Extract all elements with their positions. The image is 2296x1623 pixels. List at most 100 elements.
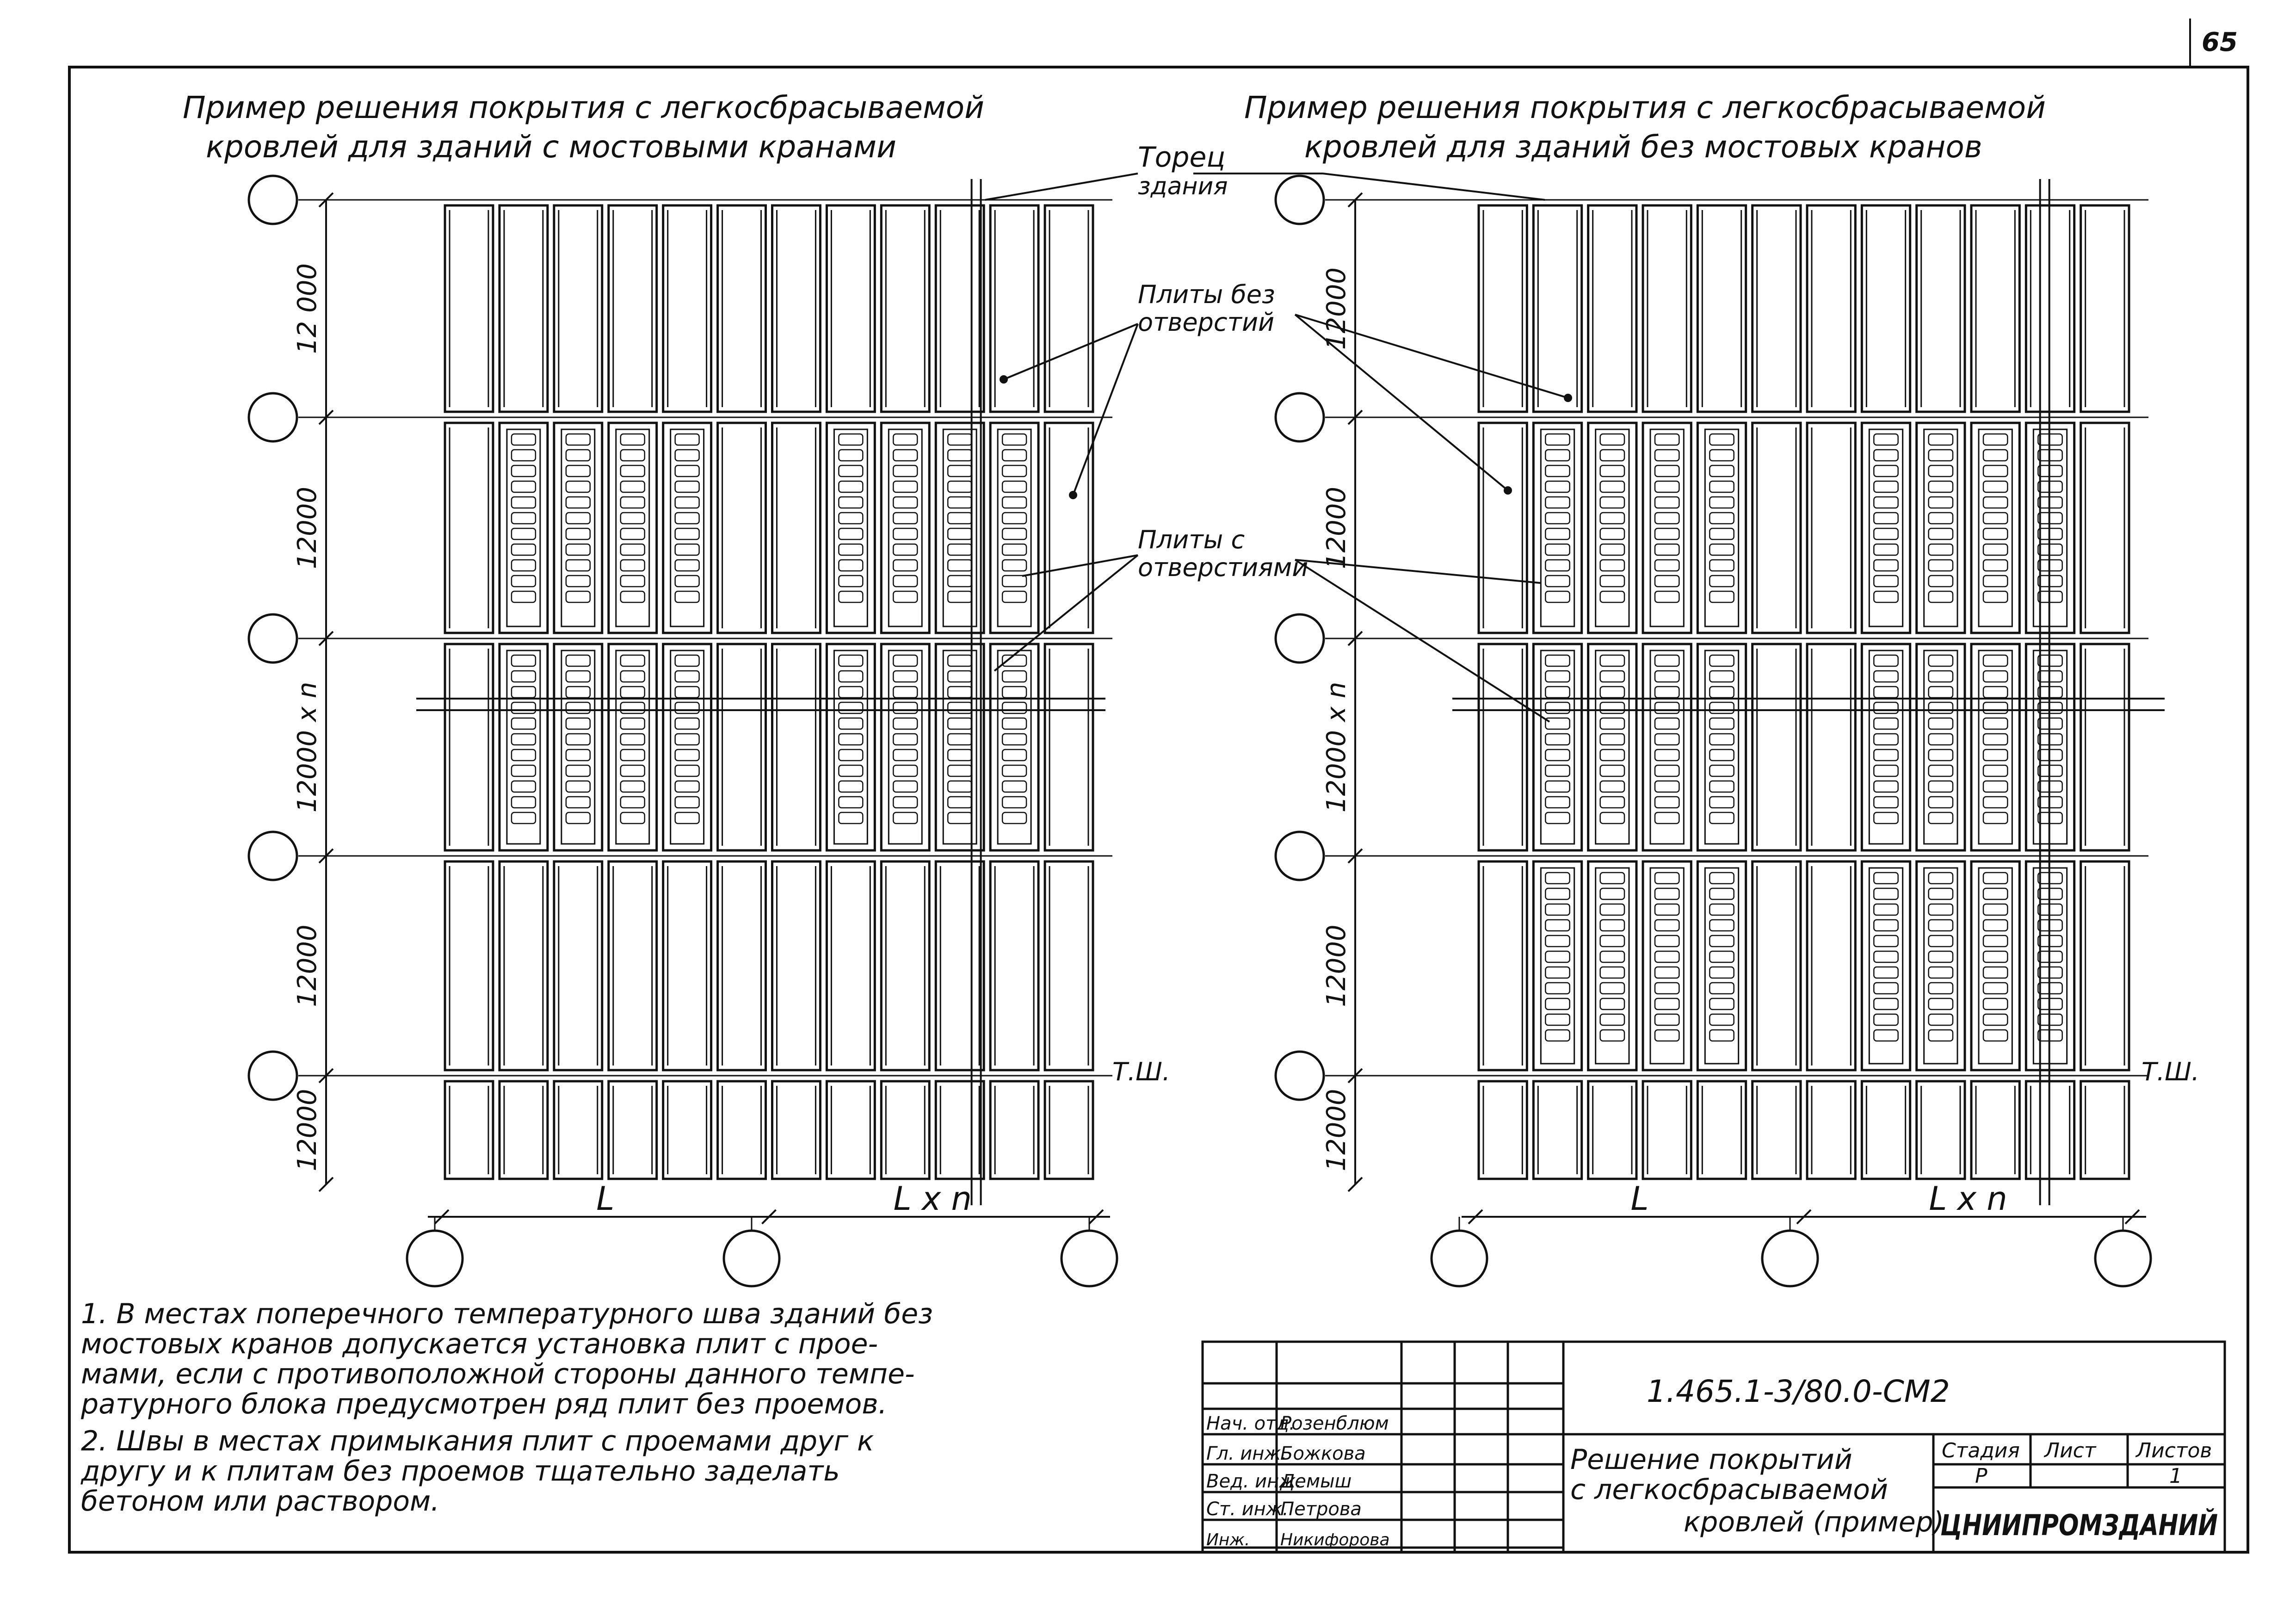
opening-cell — [1982, 780, 2008, 793]
opening-cell — [1873, 887, 1899, 900]
opening-cell — [838, 654, 864, 667]
roof-slab — [934, 204, 985, 413]
opening-cell — [1709, 496, 1734, 509]
opening-cell — [511, 543, 537, 556]
roof-slab — [716, 860, 767, 1072]
opening-cell — [674, 559, 700, 572]
opening-cell — [1873, 982, 1899, 995]
opening-cell — [1873, 590, 1899, 603]
opening-cell — [1873, 764, 1899, 777]
opening-cell — [674, 796, 700, 809]
dimension-tick — [1347, 631, 1363, 646]
opening-cell — [511, 686, 537, 699]
opening-cell — [1982, 527, 2008, 540]
opening-cell — [1928, 559, 1954, 572]
opening-cell — [838, 480, 864, 493]
sig-name-4: Петрова — [1280, 1499, 1362, 1520]
opening-cell — [893, 559, 918, 572]
opening-cell — [565, 449, 591, 462]
opening-cell — [1654, 872, 1680, 885]
opening-cell — [1709, 887, 1734, 900]
roof-slab — [1477, 643, 1528, 852]
opening-cell — [565, 686, 591, 699]
opening-cell — [1545, 935, 1570, 948]
opening-cell — [620, 433, 645, 446]
opening-cell — [1654, 449, 1680, 462]
opening-cell — [947, 559, 973, 572]
sheets-label: Листов — [2135, 1439, 2212, 1462]
opening-cell — [1709, 982, 1734, 995]
roof-slab — [444, 643, 494, 852]
roof-slab — [1751, 1080, 1802, 1180]
opening-cell — [1654, 496, 1680, 509]
opening-cell — [620, 496, 645, 509]
opening-cell — [1545, 527, 1570, 540]
roof-slab — [1696, 860, 1747, 1072]
grid-axis-bubble — [1274, 1050, 1325, 1101]
opening-cell — [674, 449, 700, 462]
opening-cell — [1545, 733, 1570, 746]
opening-cell — [620, 527, 645, 540]
roof-slab — [1806, 421, 1857, 634]
opening-cell — [1928, 480, 1954, 493]
opening-cell — [565, 527, 591, 540]
roof-slab — [1642, 421, 1692, 634]
opening-cell — [1001, 559, 1027, 572]
slab-opening — [1540, 650, 1575, 845]
opening-cell — [620, 812, 645, 824]
roof-slab — [1532, 643, 1583, 852]
roof-slab — [2080, 1080, 2130, 1180]
roof-slab — [880, 421, 931, 634]
opening-cell — [674, 575, 700, 588]
note-1-line-4: ратурного блока предусмотрен ряд плит бе… — [80, 1388, 887, 1420]
opening-cell — [893, 686, 918, 699]
stage-value: Р — [1975, 1464, 1987, 1488]
roof-slab — [1970, 1080, 2021, 1180]
roof-slab — [444, 1080, 494, 1180]
opening-cell — [1873, 686, 1899, 699]
opening-cell — [1001, 527, 1027, 540]
slab-opening — [506, 650, 541, 845]
opening-cell — [620, 480, 645, 493]
opening-cell — [1873, 903, 1899, 916]
opening-cell — [1928, 449, 1954, 462]
roof-slab — [1806, 860, 1857, 1072]
opening-cell — [1928, 701, 1954, 714]
opening-cell — [1599, 950, 1625, 963]
span-dimension-label: L x n — [894, 1180, 972, 1218]
roof-slab — [1532, 1080, 1583, 1180]
opening-cell — [1709, 575, 1734, 588]
slab-opening — [1978, 867, 2013, 1065]
opening-cell — [838, 559, 864, 572]
slab-opening — [888, 428, 923, 627]
opening-cell — [1928, 780, 1954, 793]
opening-cell — [1928, 1029, 1954, 1042]
opening-cell — [947, 701, 973, 714]
roof-slab — [825, 1080, 876, 1180]
roof-slab — [662, 860, 713, 1072]
opening-cell — [838, 512, 864, 525]
opening-cell — [1599, 780, 1625, 793]
dimension-tick — [1796, 1209, 1812, 1225]
opening-cell — [1001, 449, 1027, 462]
roof-slab — [444, 860, 494, 1072]
opening-cell — [1982, 887, 2008, 900]
hole-slabs-label-2: отверстиями — [1138, 553, 1308, 582]
opening-cell — [1545, 1013, 1570, 1026]
opening-cell — [838, 527, 864, 540]
opening-cell — [1599, 701, 1625, 714]
opening-cell — [893, 543, 918, 556]
opening-cell — [1545, 480, 1570, 493]
slab-opening — [1595, 428, 1630, 627]
opening-cell — [1928, 733, 1954, 746]
roof-slab — [1696, 643, 1747, 852]
dimension-tick — [761, 1209, 777, 1225]
slab-opening — [997, 428, 1032, 627]
opening-cell — [1928, 527, 1954, 540]
roof-slab — [498, 643, 549, 852]
opening-cell — [1873, 465, 1899, 477]
roof-slab — [1477, 1080, 1528, 1180]
opening-cell — [620, 733, 645, 746]
opening-cell — [1928, 903, 1954, 916]
slab-opening — [561, 428, 596, 627]
